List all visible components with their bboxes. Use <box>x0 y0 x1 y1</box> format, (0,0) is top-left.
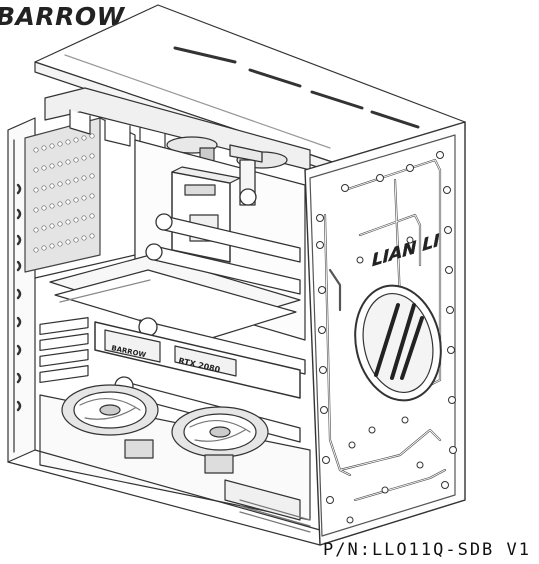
distribution-plate: LIAN LI <box>304 121 466 546</box>
gpu-water-block: BARROW RTX 2080 <box>94 321 301 399</box>
cpu-water-block <box>171 166 241 263</box>
rear-panel <box>7 117 136 463</box>
brand-logo: BARROW <box>0 2 125 31</box>
part-number: P/N:LLO11Q-SDB V1 <box>323 540 531 560</box>
bottom-fans <box>39 384 311 533</box>
